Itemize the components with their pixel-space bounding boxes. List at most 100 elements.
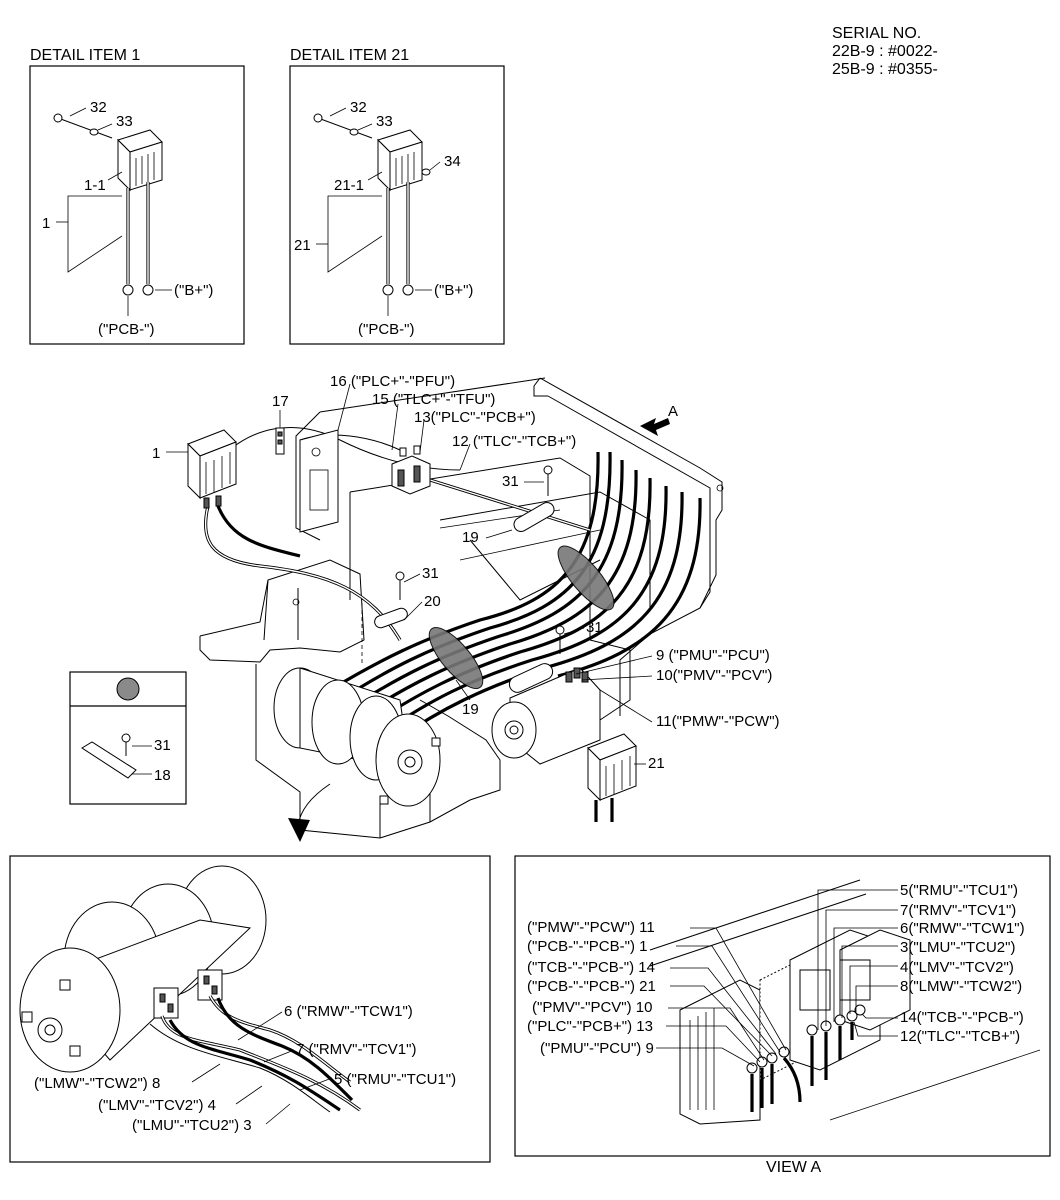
fuse-holder-icon bbox=[391, 445, 431, 495]
label-19: 19 bbox=[462, 529, 479, 546]
label-20: 20 bbox=[424, 593, 441, 610]
label-15: 15 ("TLC+"-"TFU") bbox=[372, 391, 495, 408]
view-a-frame bbox=[514, 855, 1051, 1157]
detail-item-21-title: DETAIL ITEM 21 bbox=[290, 47, 409, 64]
detail-item-21-frame bbox=[289, 65, 505, 345]
inset-frame bbox=[69, 671, 187, 805]
label-21: 21 bbox=[648, 755, 665, 772]
detail-item-1-frame bbox=[29, 65, 245, 345]
label-32: 32 bbox=[90, 99, 107, 116]
label-1-1: 1-1 bbox=[84, 177, 106, 194]
detail-item-1-panel: DETAIL ITEM 1 32 33 1-1 bbox=[29, 47, 245, 345]
detail-item-21-panel: DETAIL ITEM 21 32 33 34 21-1 bbox=[289, 47, 505, 345]
label-a: A bbox=[668, 403, 678, 420]
motor-detail-panel: 6 ("RMW"-"TCW1") 7 ("RMV"-"TCV1") 5 ("RM… bbox=[9, 855, 491, 1163]
cable-bundle bbox=[203, 427, 702, 742]
reference-marker-icon bbox=[116, 677, 140, 701]
label-21: ("PCB-"-"PCB-") 21 bbox=[527, 978, 656, 995]
cable-tie-hatch bbox=[557, 545, 615, 611]
label-31: 31 bbox=[154, 737, 171, 754]
label-11: ("PMW"-"PCW") 11 bbox=[527, 919, 655, 936]
motor-detail-arrow-icon bbox=[288, 783, 331, 842]
nut-icon bbox=[421, 168, 431, 176]
detail-item-1-title: DETAIL ITEM 1 bbox=[30, 47, 140, 64]
washer-icon bbox=[349, 128, 359, 136]
label-b-plus: ("B+") bbox=[434, 282, 473, 299]
bolt-31-icon bbox=[395, 465, 565, 654]
cable-clamp-icon bbox=[374, 502, 555, 693]
serial-line-2: 25B-9 : #0355- bbox=[832, 61, 938, 78]
terminal-lug-icon bbox=[142, 284, 154, 296]
label-14: 14("TCB-"-"PCB-") bbox=[900, 1009, 1024, 1026]
label-5: 5 ("RMU"-"TCU1") bbox=[334, 1071, 456, 1088]
view-a-right-labels: 5("RMU"-"TCU1") 7("RMV"-"TCV1") 6("RMW"-… bbox=[900, 882, 1025, 1045]
bolt-head-icon bbox=[53, 113, 63, 123]
cable-tie-hatch bbox=[428, 627, 484, 689]
washer-icon bbox=[89, 128, 99, 136]
label-12: 12("TLC"-"TCB+") bbox=[900, 1028, 1020, 1045]
label-7: 7("RMV"-"TCV1") bbox=[900, 902, 1016, 919]
label-12: 12 ("TLC"-"TCB+") bbox=[452, 433, 576, 450]
label-21-1: 21-1 bbox=[334, 177, 364, 194]
serial-title: SERIAL NO. bbox=[832, 25, 921, 42]
motor-detail-frame bbox=[9, 855, 491, 1163]
label-13: ("PLC"-"PCB+") 13 bbox=[527, 1018, 653, 1035]
label-5: 5("RMU"-"TCU1") bbox=[900, 882, 1018, 899]
chassis-frame bbox=[199, 377, 724, 839]
label-31: 31 bbox=[502, 473, 519, 490]
serial-line-1: 22B-9 : #0022- bbox=[832, 43, 938, 60]
label-3: ("LMU"-"TCU2") 3 bbox=[132, 1117, 252, 1134]
label-16: 16 ("PLC+"-"PFU") bbox=[330, 373, 455, 390]
traction-motor-icon bbox=[273, 667, 441, 807]
label-b-plus: ("B+") bbox=[174, 282, 213, 299]
view-a-title: VIEW A bbox=[766, 1159, 821, 1176]
label-1: 1 bbox=[42, 215, 50, 232]
view-a-arrow-icon bbox=[640, 418, 670, 436]
view-a-left-labels: ("PMW"-"PCW") 11 ("PCB-"-"PCB-") 1 ("TCB… bbox=[527, 919, 656, 1057]
label-17: 17 bbox=[272, 393, 289, 410]
label-10: 10("PMV"-"PCV") bbox=[656, 667, 772, 684]
label-11: 11("PMW"-"PCW") bbox=[656, 713, 780, 730]
bolt-head-icon bbox=[313, 113, 323, 123]
terminal-cluster-icon bbox=[746, 1004, 866, 1112]
main-assembly: A 16 ("PLC+"-"PFU") 15 ("TLC+"-"TFU") 13… bbox=[152, 373, 780, 842]
label-8: ("LMW"-"TCW2") 8 bbox=[34, 1075, 160, 1092]
label-18: 18 bbox=[154, 767, 171, 784]
serial-block: SERIAL NO. 22B-9 : #0022- 25B-9 : #0355- bbox=[832, 25, 938, 78]
label-9: 9 ("PMU"-"PCU") bbox=[656, 647, 770, 664]
drive-motor-closeup-icon bbox=[19, 865, 267, 1073]
strap-18-icon bbox=[81, 741, 137, 779]
terminal-lug-icon bbox=[382, 284, 394, 296]
battery-connector-21-icon bbox=[587, 733, 637, 822]
label-7: 7 ("RMV"-"TCV1") bbox=[296, 1041, 416, 1058]
part-17-icon bbox=[275, 427, 285, 455]
bracket-inset-panel: 31 18 bbox=[69, 671, 187, 805]
label-32: 32 bbox=[350, 99, 367, 116]
label-19: 19 bbox=[462, 701, 479, 718]
label-pcb-minus: ("PCB-") bbox=[358, 321, 414, 338]
label-14: ("TCB-"-"PCB-") 14 bbox=[527, 959, 655, 976]
terminal-lug-icon bbox=[122, 284, 134, 296]
label-9: ("PMU"-"PCU") 9 bbox=[540, 1040, 654, 1057]
label-1: 1 bbox=[152, 445, 160, 462]
label-8: 8("LMW"-"TCW2") bbox=[900, 978, 1022, 995]
label-33: 33 bbox=[116, 113, 133, 130]
label-pcb-minus: ("PCB-") bbox=[98, 321, 154, 338]
label-6: 6("RMW"-"TCW1") bbox=[900, 920, 1025, 937]
label-31: 31 bbox=[422, 565, 439, 582]
label-10: ("PMV"-"PCV") 10 bbox=[532, 999, 652, 1016]
pump-motor-icon bbox=[491, 667, 601, 765]
view-a-panel: ("PMW"-"PCW") 11 ("PCB-"-"PCB-") 1 ("TCB… bbox=[514, 855, 1051, 1176]
label-4: ("LMV"-"TCV2") 4 bbox=[98, 1097, 216, 1114]
label-13: 13("PLC"-"PCB+") bbox=[414, 409, 536, 426]
terminal-lug-icon bbox=[402, 284, 414, 296]
label-4: 4("LMV"-"TCV2") bbox=[900, 959, 1014, 976]
battery-connector-1-icon bbox=[187, 429, 237, 509]
label-31: 31 bbox=[586, 619, 603, 636]
bolt-icon bbox=[317, 117, 373, 139]
label-33: 33 bbox=[376, 113, 393, 130]
label-6: 6 ("RMW"-"TCW1") bbox=[284, 1003, 413, 1020]
label-34: 34 bbox=[444, 153, 461, 170]
motor-cables bbox=[149, 995, 361, 1113]
